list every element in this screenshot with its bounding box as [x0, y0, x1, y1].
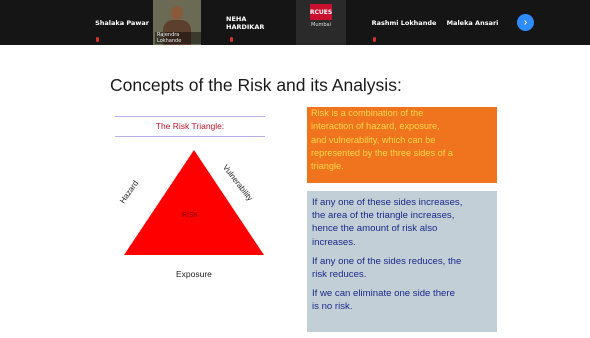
participant-name: NEHA HARDIKAR — [226, 14, 265, 31]
explanation-line: If we can eliminate one side there — [312, 288, 455, 300]
explanation-line: If any one of the sides reduces, the — [312, 255, 462, 267]
person-video — [163, 20, 191, 45]
definition-line: triangle. — [311, 161, 344, 172]
muted-mic-icon — [373, 37, 376, 42]
definition-line: represented by the three sides of a — [311, 147, 453, 158]
triangle-heading-box: The Risk Triangle: — [115, 116, 265, 137]
slide-title: Concepts of the Risk and its Analysis: — [110, 75, 402, 95]
muted-mic-icon — [230, 37, 233, 42]
participant-tile[interactable]: Rashmi Lokhande — [369, 0, 439, 45]
explanation-line: is no risk. — [312, 301, 353, 313]
participant-tile[interactable]: Shalaka Pawar — [92, 0, 152, 45]
participant-tile[interactable]: NEHA HARDIKAR — [226, 0, 284, 45]
explanation-line: If any one of these sides increases, — [312, 197, 463, 208]
explanation-line: hence the amount of risk also — [312, 223, 438, 235]
participant-name: Rashmi Lokhande — [371, 18, 437, 27]
participant-name: Maleka Ansari — [446, 18, 499, 27]
risk-explanation-box: If any one of these sides increases, the… — [307, 191, 497, 332]
participant-tile[interactable]: Maleka Ansari — [445, 0, 500, 45]
next-page-button[interactable]: › — [517, 14, 534, 31]
risk-definition-box: Risk is a combination of the interaction… — [307, 107, 497, 183]
participant-video-tile[interactable]: Rajendra Lokhande — [153, 0, 201, 45]
muted-mic-icon — [96, 37, 99, 42]
person-head — [171, 6, 183, 20]
triangle-heading: The Risk Triangle: — [155, 121, 225, 131]
definition-line: interaction of hazard, exposure, — [311, 121, 440, 132]
triangle-base-exposure: Exposure — [176, 269, 212, 279]
triangle-center-label: RISK — [182, 212, 199, 219]
risk-triangle — [124, 150, 264, 255]
shared-slide: Concepts of the Risk and its Analysis: T… — [6, 45, 584, 338]
logo-subtitle: Mumbai — [311, 22, 331, 28]
explanation-line: risk reduces. — [312, 269, 367, 281]
definition-line: Risk is a combination of the — [311, 108, 424, 118]
triangle-shape — [124, 150, 264, 255]
participant-video-tile[interactable]: RCUES Mumbai — [296, 0, 346, 45]
participant-name: Shalaka Pawar — [95, 18, 149, 27]
explanation-line: the area of the triangle increases, — [312, 210, 455, 222]
definition-line: and vulnerability, which can be — [311, 134, 436, 145]
participant-strip: Shalaka Pawar Rajendra Lokhande NEHA HAR… — [0, 0, 590, 45]
chevron-right-icon: › — [523, 17, 528, 28]
explanation-line: increases. — [312, 236, 356, 248]
rcues-logo: RCUES — [310, 4, 332, 20]
participant-name: Rajendra Lokhande — [155, 32, 201, 44]
